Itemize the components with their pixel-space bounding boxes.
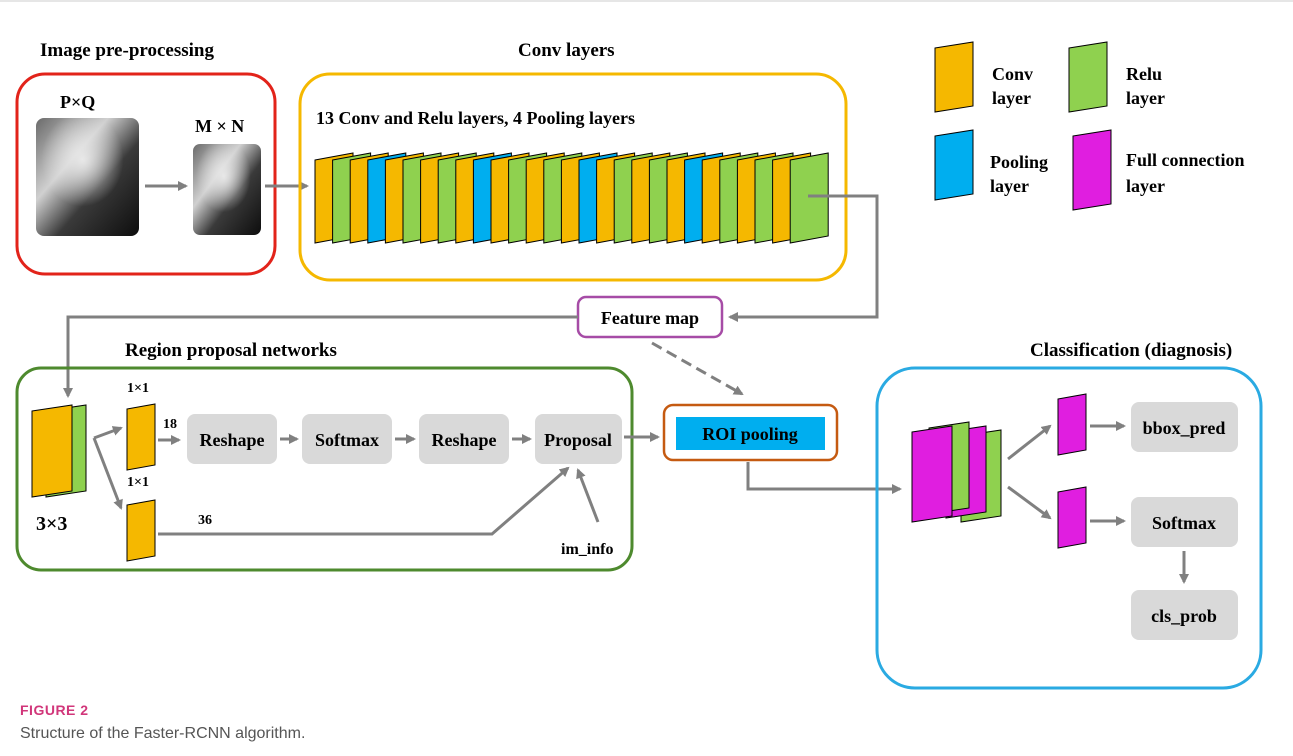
cls-softmax-box	[1131, 497, 1238, 547]
legend-relu-line2: layer	[1126, 88, 1165, 108]
legend-relu-label: Relu layer	[1126, 64, 1165, 108]
faster-rcnn-diagram: Image pre-processing P×Q M × N Conv laye…	[0, 0, 1293, 690]
legend-relu-line1: Relu	[1126, 64, 1162, 84]
output-size-label: M × N	[195, 116, 244, 136]
conv-layers-subtitle: 13 Conv and Relu layers, 4 Pooling layer…	[316, 108, 635, 128]
im-info-label: im_info	[561, 541, 613, 558]
preprocessing-title: Image pre-processing	[40, 40, 214, 61]
input-size-label: P×Q	[60, 92, 95, 112]
figure-label: FIGURE 2	[20, 702, 89, 718]
classification-title: Classification (diagnosis)	[1030, 340, 1232, 361]
rpn-box	[15, 366, 634, 572]
input-xray-image	[36, 118, 139, 236]
cls-softmax-label: Softmax	[1152, 513, 1216, 533]
im-info-arrow	[576, 468, 600, 523]
rpn-reshape-1-label: Reshape	[199, 430, 264, 450]
rpn-top-channels-label: 18	[163, 417, 177, 432]
cls-fc-layer-1	[911, 425, 953, 523]
rpn-kernel-label: 3×3	[36, 513, 67, 535]
rpn-proposal-box	[535, 414, 622, 464]
classification-box	[875, 366, 1263, 690]
legend-fc-swatch	[1072, 129, 1112, 211]
rpn-title: Region proposal networks	[125, 340, 337, 361]
bbox-fc-layer	[1057, 393, 1087, 456]
rpn-cls-conv	[126, 403, 156, 471]
resized-xray-image	[193, 144, 261, 235]
rpn-conv-layer	[31, 404, 73, 498]
roi-to-classification-arrow	[746, 462, 902, 494]
feature-map-label: Feature map	[601, 308, 699, 328]
softmax-fc-layer	[1057, 486, 1087, 549]
legend-relu-swatch	[1068, 41, 1108, 113]
cls-to-bbox-fc-arrow	[1007, 424, 1052, 461]
legend-conv-line2: layer	[992, 88, 1031, 108]
feature-to-roi-dashed-arrow	[651, 341, 744, 396]
rpn-reshape-2-box	[419, 414, 509, 464]
rpn-bottom-channels-label: 36	[198, 513, 212, 528]
legend: Conv layer Relu layer Pooling layer Full co…	[934, 41, 1245, 211]
roi-pooling-fill	[676, 417, 825, 450]
legend-pool-label: Pooling layer	[990, 152, 1048, 196]
cls-to-softmax-fc-arrow	[1007, 485, 1052, 520]
relu-layer	[789, 152, 829, 244]
roi-pooling-label: ROI pooling	[702, 424, 798, 444]
bbox-pred-label: bbox_pred	[1143, 418, 1226, 438]
legend-pool-swatch	[934, 129, 974, 201]
legend-conv-line1: Conv	[992, 64, 1033, 84]
feature-to-rpn-arrow	[63, 315, 578, 398]
legend-pool-line2: layer	[990, 176, 1029, 196]
rpn-reshape-1-box	[187, 414, 277, 464]
rpn-bottom-kernel-label: 1×1	[127, 475, 149, 490]
cls-prob-label: cls_prob	[1151, 606, 1217, 626]
legend-fc-line2: layer	[1126, 176, 1165, 196]
conv-layers-box	[298, 72, 848, 282]
preprocessing-box	[15, 72, 277, 276]
legend-pool-line1: Pooling	[990, 152, 1048, 172]
legend-conv-swatch	[934, 41, 974, 113]
legend-fc-label: Full connection layer	[1126, 150, 1245, 196]
conv-layers-title: Conv layers	[518, 40, 615, 61]
conv-to-feature-arrow	[728, 194, 879, 322]
cls-prob-box	[1131, 590, 1238, 640]
bbox-pred-box	[1131, 402, 1238, 452]
rpn-proposal-label: Proposal	[544, 430, 612, 450]
figure-caption: Structure of the Faster-RCNN algorithm.	[20, 725, 306, 742]
legend-conv-label: Conv layer	[992, 64, 1033, 108]
rpn-reg-conv	[126, 499, 156, 562]
rpn-split-arrow-bottom	[92, 437, 123, 510]
rpn-reshape-2-label: Reshape	[431, 430, 496, 450]
rpn-top-kernel-label: 1×1	[127, 381, 149, 396]
conv-layer-stack	[314, 152, 829, 244]
rpn-softmax-label: Softmax	[315, 430, 379, 450]
rpn-softmax-box	[302, 414, 392, 464]
rpn-reg-to-proposal-arrow	[158, 466, 570, 536]
rpn-split-arrow-top	[93, 426, 123, 440]
legend-fc-line1: Full connection	[1126, 150, 1245, 170]
